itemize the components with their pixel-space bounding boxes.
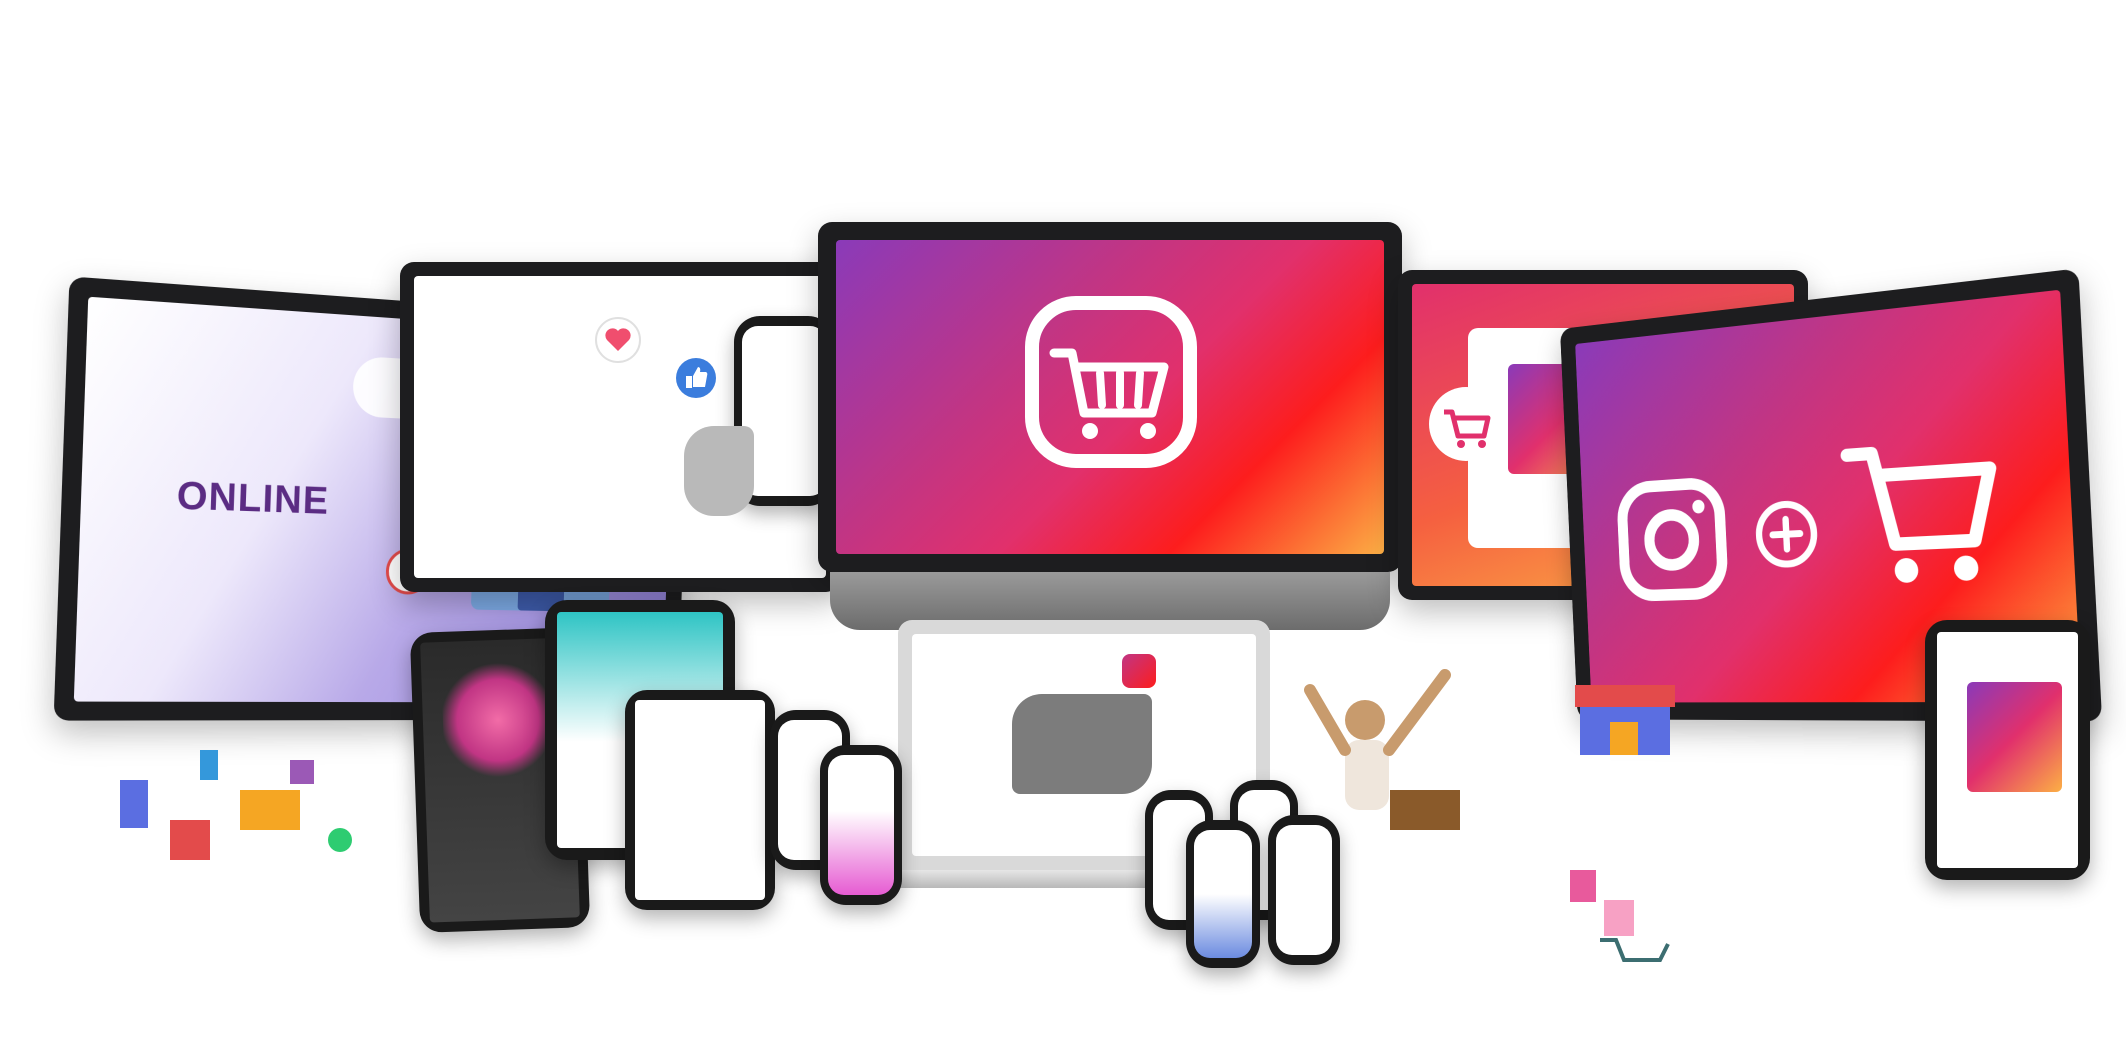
center-monitor — [818, 222, 1402, 572]
ig-icons-cloud — [440, 658, 555, 782]
instagram-logo-icon — [1614, 474, 1731, 604]
center-laptop — [898, 620, 1270, 870]
right-tablet — [1925, 620, 2090, 880]
left-isometric-illustration — [90, 720, 370, 900]
phone-e-screen — [1194, 830, 1252, 958]
store-icon — [1570, 670, 1680, 760]
social-phone-screen — [742, 326, 826, 496]
heart-icon — [594, 316, 642, 364]
white-tablet-screen — [635, 700, 765, 900]
laptop-products — [1012, 694, 1152, 794]
right-tablet-card — [1967, 682, 2062, 792]
right-tablet-screen — [1937, 632, 2078, 868]
like-icon — [674, 356, 718, 400]
white-tablet — [625, 690, 775, 910]
social-monitor — [400, 262, 840, 592]
laptop-cart-badge — [1122, 654, 1156, 688]
shopping-cart-icon — [1024, 295, 1198, 469]
social-monitor-screen — [414, 276, 826, 578]
phone-e — [1186, 820, 1260, 968]
phone-f — [1268, 815, 1340, 965]
person-illustration — [1295, 650, 1475, 850]
phone-b — [820, 745, 902, 905]
center-monitor-screen — [836, 240, 1384, 554]
shopping-cart-icon — [1832, 413, 2008, 597]
phone-b-screen — [828, 755, 894, 895]
plus-icon — [1753, 498, 1820, 571]
online-shopping-title: ONLINE — [176, 474, 330, 523]
hand-illustration — [684, 426, 754, 516]
shopping-bags-illustration — [1560, 860, 1680, 970]
phone-f-screen — [1276, 825, 1332, 955]
cart-circle-icon — [1426, 384, 1506, 464]
